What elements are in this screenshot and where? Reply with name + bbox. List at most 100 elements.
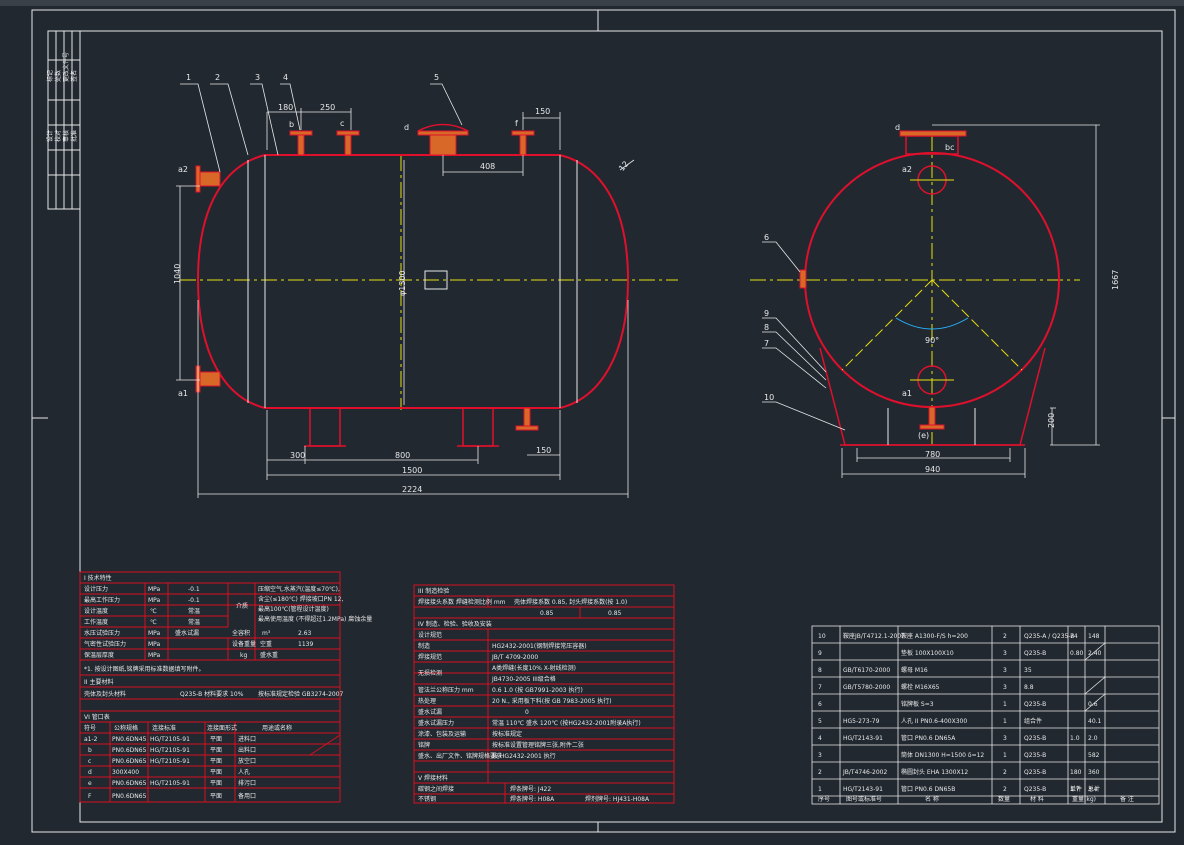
bom-cell-r3-c4: 8.8: [1024, 684, 1034, 691]
bom-cell-r4-c2: 铭牌板 S=3: [901, 700, 934, 708]
bom-h-std: 图号或标准号: [846, 795, 882, 803]
tech-volume-value: 2.63: [298, 630, 312, 637]
nozzle-a1-neck: [199, 371, 221, 387]
weld-r1-val: 焊条牌号: H08A: [510, 795, 555, 803]
strip-c: 更改文件号: [62, 52, 70, 82]
front-labels: 1 2 3 4 5 a2 a1 b c d f 180 250 150 408 …: [173, 73, 631, 494]
dim-800: 800: [395, 451, 410, 460]
tech-medium-3: 最高100℃(管程设计温度): [258, 605, 329, 613]
mf-section: IV 制造、检验、验收及安装: [418, 620, 492, 628]
tech-r3-val: 常温: [188, 618, 200, 626]
mf-r8-val: 常温 110℃ 盛水 120℃ (按HG2432-2001附录A执行): [492, 719, 641, 727]
part-1: 1: [186, 73, 191, 82]
bom-h-weight: 重量(kg): [1072, 795, 1096, 803]
bom-cell-r5-c1: HG5-273-79: [843, 718, 880, 725]
dim-300: 300: [290, 451, 305, 460]
dim-1667: 1667: [1111, 270, 1120, 290]
tech-r1-label: 最高工作压力: [84, 596, 120, 604]
revision-strip-text: 标记 处数 更改文件号 签名 设计 校对 审核 批准: [46, 52, 78, 142]
mf-r4-val: JB4730-2005 III级合格: [491, 675, 556, 683]
mf-r9-val: 按标准规定: [492, 730, 522, 738]
nozzle-b-flange: [289, 130, 313, 136]
bom-cell-r4-c3: 1: [1003, 701, 1007, 708]
dim-408: 408: [480, 162, 495, 171]
dim-150-bot: 150: [536, 446, 551, 455]
bom-cell-r5-c3: 1: [1003, 718, 1007, 725]
nz-r3-use: 人孔: [238, 768, 250, 776]
mf-section2: V 焊接材料: [418, 774, 448, 782]
nz-r2-use: 放空口: [238, 757, 256, 765]
bom-cell-r0-c2: 鞍座 A1300-F/S h=200: [901, 632, 968, 640]
side-nozzle-flanges: [799, 130, 967, 430]
dim-90: 90°: [925, 336, 939, 345]
mf-r2-val: JB/T 4709-2000: [491, 654, 538, 661]
top-bar: [0, 0, 1184, 6]
part-5: 5: [434, 73, 439, 82]
bom-cell-r8-c5: 180: [1070, 769, 1082, 776]
nz-r0-spec: PN0.6DN45: [112, 736, 147, 743]
saddle-left: [309, 408, 341, 447]
nz-h1: 公称规格: [114, 724, 138, 732]
nz-r1-use: 出料口: [238, 746, 256, 754]
bom-cell-r7-c6: 582: [1088, 752, 1100, 759]
nz-r1-face: 平面: [210, 747, 222, 754]
bom-cell-r9-c6: 3.4: [1088, 786, 1098, 793]
nz-r3-face: 平面: [210, 769, 222, 776]
side-saddle-ribs: [887, 408, 976, 445]
nz-r4-spec: PN0.6DN65: [112, 780, 147, 787]
mf-r0-label: 设计规范: [418, 631, 442, 639]
nz-r5-sym: F: [88, 793, 92, 800]
mf-r11-val: 按 HG2432-2001 执行: [492, 752, 556, 760]
bom-cell-r9-c3: 2: [1003, 786, 1007, 793]
tech-r0-val: -0.1: [188, 586, 200, 593]
tech-r3-label: 工作温度: [84, 618, 108, 626]
nz-r4-use: 排污口: [238, 779, 256, 787]
mf-r10-label: 铭牌: [418, 741, 430, 749]
dim-2224: 2224: [402, 485, 422, 494]
angle-line-right: [931, 279, 1023, 371]
nozzle-b-neck: [297, 134, 305, 156]
side-nozzle-bc-label: bc: [945, 143, 954, 152]
nz-r0-sym: a1-2: [84, 736, 98, 743]
angle-line-left: [841, 279, 933, 371]
bom-cell-r9-c0: 1: [818, 786, 822, 793]
bom-h-mat: 材 料: [1030, 795, 1044, 803]
tech-r5-label: 气密性试验压力: [84, 640, 126, 648]
side-saddle: [819, 347, 1046, 446]
bom-cell-r8-c1: JB/T4746-2002: [842, 769, 887, 776]
nz-h4: 用途或名称: [262, 724, 292, 732]
mf-r5-val: 0.6 1.0 (按 GB7991-2003 执行): [492, 686, 583, 694]
nz-r4-sym: e: [88, 780, 92, 787]
tech-r0-unit: MPa: [148, 586, 161, 593]
bom-cell-r8-c0: 2: [818, 769, 822, 776]
top-nozzles: [289, 130, 535, 156]
bom-cell-r5-c2: 人孔 II PN0.6-400X300: [901, 717, 967, 725]
nozzle-d-label: d: [404, 123, 409, 132]
angle-arc: [895, 317, 969, 330]
mf-r7-label: 盛水试漏: [418, 708, 442, 716]
nz-h3: 连接面形式: [207, 724, 237, 732]
mf-r1-val: HG2432-2001(钢制焊接常压容器): [492, 642, 587, 650]
tech-r5-unit: MPa: [148, 641, 161, 648]
mf-r7-val: 0: [525, 709, 529, 716]
bom-cell-r3-c0: 7: [818, 684, 822, 691]
nz-r4-std: HG/T2105-91: [150, 780, 190, 787]
dim-12: 12: [617, 159, 630, 173]
mf-r2-label: 焊接规范: [418, 653, 442, 661]
bom-cell-r4-c6: 0.6: [1088, 701, 1098, 708]
bom-cell-r6-c1: HG/T2143-91: [843, 735, 883, 742]
bom-cell-r4-c4: Q235-B: [1024, 701, 1046, 708]
bom-cell-r3-c3: 3: [1003, 684, 1007, 691]
bom-cell-r2-c0: 8: [818, 667, 822, 674]
dim-250: 250: [320, 103, 335, 112]
tech-r3-unit: ℃: [150, 619, 157, 626]
bom-cell-r7-c0: 3: [818, 752, 822, 759]
mf-r1-label: 制造: [418, 642, 430, 650]
weld-r0-val: 焊条牌号: J422: [510, 785, 551, 793]
nz-r2-std: HG/T2105-91: [150, 758, 190, 765]
part-2: 2: [215, 73, 220, 82]
nz-r0-std: HG/T2105-91: [150, 736, 190, 743]
bom-cell-r6-c3: 3: [1003, 735, 1007, 742]
nz-r5-face: 平面: [210, 793, 222, 800]
